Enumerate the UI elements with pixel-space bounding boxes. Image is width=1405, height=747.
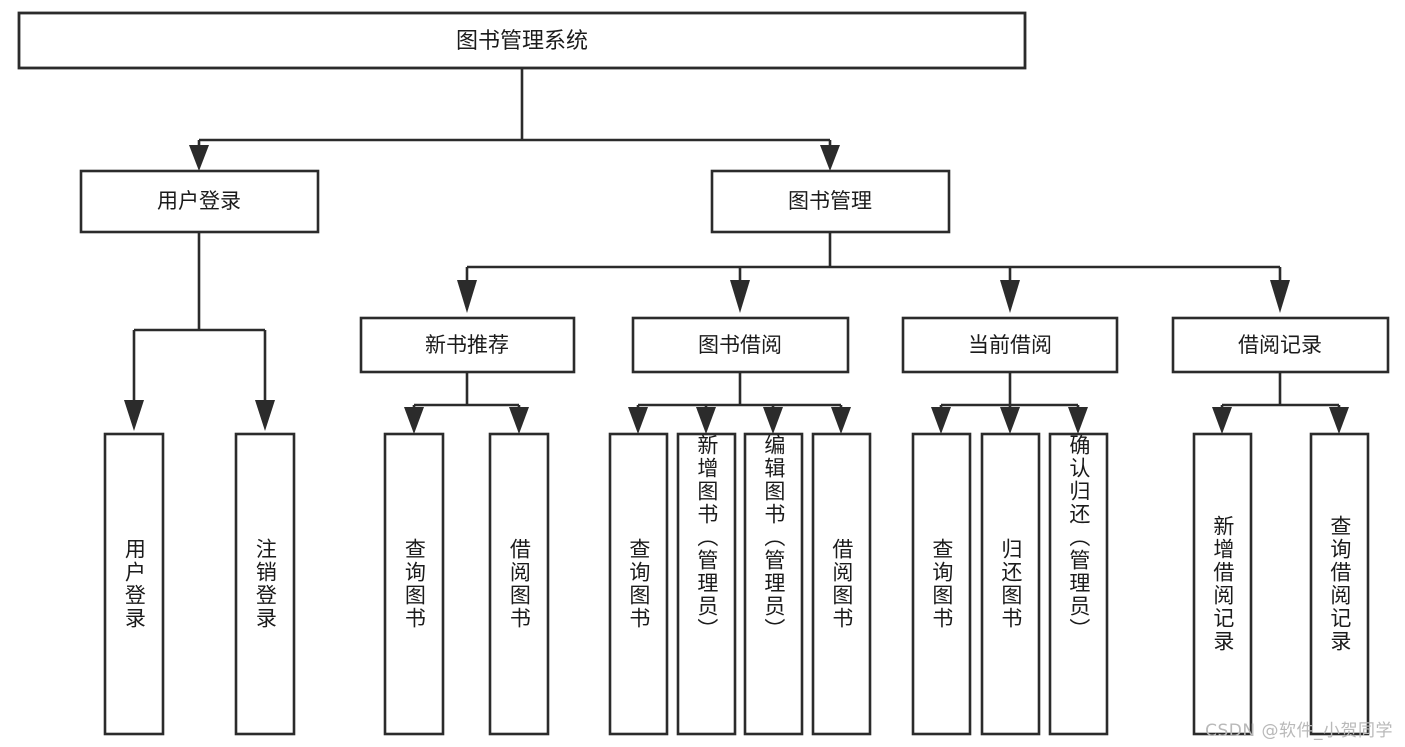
leaf-box-bb-query-book[interactable]	[608, 432, 669, 736]
arrow-icon-br-leaf-2	[1329, 407, 1349, 434]
node-label-user-login: 用户登录	[157, 189, 241, 213]
node-label-book-borrow: 图书借阅	[698, 333, 782, 357]
leaf-box-user-login-login[interactable]	[103, 432, 165, 736]
arrow-icon-leaf-user-login	[124, 400, 144, 431]
node-book-management[interactable]: 图书管理	[710, 169, 951, 234]
arrow-icon-new-book-recommend	[457, 280, 477, 313]
arrow-icon-bb-leaf-2	[696, 407, 716, 434]
node-label-borrow-record: 借阅记录	[1238, 333, 1322, 357]
node-box-borrow-record	[1171, 316, 1390, 374]
leaf-box-bb-edit-book-admin[interactable]	[743, 432, 804, 736]
arrow-icon-nb-leaf-1	[404, 407, 424, 434]
leaf-box-bb-add-book-admin[interactable]	[676, 432, 737, 736]
node-user-login[interactable]: 用户登录	[79, 169, 320, 234]
node-box-new-book-recommend	[359, 316, 576, 374]
leaf-box-cb-query-book[interactable]	[911, 432, 972, 736]
arrow-icon-cb-leaf-1	[931, 407, 951, 434]
node-label-new-book-recommend: 新书推荐	[425, 333, 509, 357]
leaf-box-user-login-logout[interactable]	[234, 432, 296, 736]
arrow-icon-nb-leaf-2	[509, 407, 529, 434]
arrow-icon-br-leaf-1	[1212, 407, 1232, 434]
watermark-text: CSDN @软件_小贺同学	[1205, 721, 1393, 741]
arrow-icon-borrow-record	[1270, 280, 1290, 313]
node-label-current-borrow: 当前借阅	[968, 333, 1052, 357]
leaf-box-br-add-record[interactable]	[1192, 432, 1253, 736]
leaf-box-br-query-record[interactable]	[1309, 432, 1370, 736]
node-new-book-recommend[interactable]: 新书推荐	[359, 316, 576, 374]
node-box-user-login	[79, 169, 320, 234]
arrow-icon-leaf-logout	[255, 400, 275, 431]
node-borrow-record[interactable]: 借阅记录	[1171, 316, 1390, 374]
node-label-root: 图书管理系统	[456, 29, 588, 54]
node-box-current-borrow	[901, 316, 1119, 374]
arrow-icon-current-borrow	[1000, 280, 1020, 313]
node-current-borrow[interactable]: 当前借阅	[901, 316, 1119, 374]
arrow-icon-user-login	[189, 145, 209, 171]
connector-layer	[124, 68, 1349, 434]
arrow-icon-cb-leaf-2	[1000, 407, 1020, 434]
node-box-book-borrow	[631, 316, 850, 374]
arrow-icon-bb-leaf-1	[628, 407, 648, 434]
leaf-box-nb-query-book[interactable]	[383, 432, 445, 736]
node-box-book-management	[710, 169, 951, 234]
node-root-book-management-system[interactable]: 图书管理系统	[17, 11, 1027, 70]
leaf-box-cb-confirm-return-admin[interactable]	[1048, 432, 1109, 736]
arrow-icon-book-manage	[820, 145, 840, 171]
leaf-box-cb-return-book[interactable]	[980, 432, 1041, 736]
arrow-icon-bb-leaf-4	[831, 407, 851, 434]
arrow-icon-cb-leaf-3	[1068, 407, 1088, 434]
node-label-book-management: 图书管理	[788, 189, 872, 213]
node-book-borrow[interactable]: 图书借阅	[631, 316, 850, 374]
arrow-icon-book-borrow	[730, 280, 750, 313]
node-box-root	[17, 11, 1027, 70]
arrow-icon-bb-leaf-3	[763, 407, 783, 434]
leaf-box-bb-borrow-book[interactable]	[811, 432, 872, 736]
leaf-box-nb-borrow-book[interactable]	[488, 432, 550, 736]
